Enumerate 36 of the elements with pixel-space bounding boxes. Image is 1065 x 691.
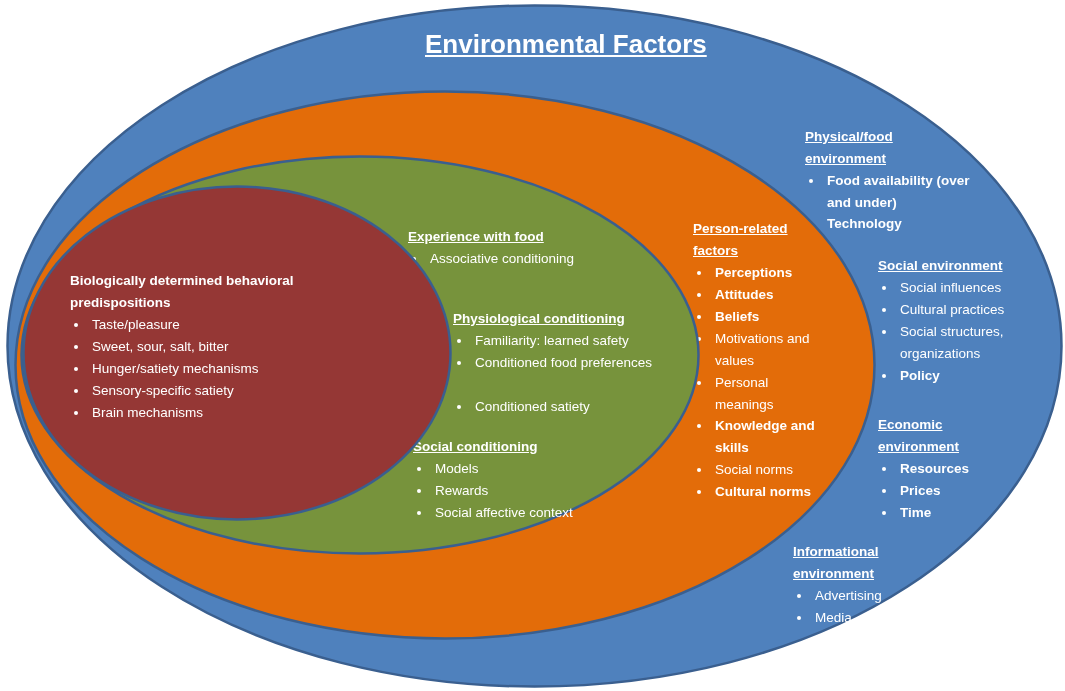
list-item: Sensory-specific satiety — [70, 380, 352, 402]
list-item: Perceptions — [693, 262, 840, 284]
list-item: Rewards — [413, 480, 595, 502]
section-heading: Economic environment — [878, 416, 960, 456]
list-item: Media — [793, 607, 965, 629]
list-item: Social influences — [878, 277, 1065, 299]
section-heading: Social environment — [878, 257, 1004, 275]
list-item: Social structures, organizations — [878, 321, 1065, 365]
list-item: Taste/pleasure — [70, 314, 352, 336]
list-item: Social affective context — [413, 502, 575, 524]
list-item: Social norms — [693, 459, 840, 481]
list-item: Cultural norms — [693, 481, 815, 503]
ellipse-region — [6, 4, 1063, 688]
section-heading: Informational environment — [793, 543, 880, 583]
section-heading: Biologically determined behavioral predispositions — [70, 272, 295, 312]
section-heading: Physiological conditioning — [453, 310, 626, 328]
list-item: Hunger/satiety mechanisms — [70, 358, 352, 380]
section-heading: Person-related factors — [693, 220, 789, 260]
list-item: Advertising — [793, 585, 965, 607]
list-item: Beliefs — [693, 306, 840, 328]
list-item: Time — [878, 502, 1050, 524]
list-item: Prices — [878, 480, 1050, 502]
list-item: Knowledge and skills — [693, 415, 827, 459]
list-item: Conditioned satiety — [453, 396, 665, 418]
list-item: Cultural practices — [878, 299, 1065, 321]
section-heading: Environmental Factors — [425, 28, 707, 60]
section-heading: Physical/food environment — [805, 128, 894, 168]
list-item: Policy — [878, 365, 1050, 387]
list-item: Models — [413, 458, 595, 480]
list-item: Sweet, sour, salt, bitter — [70, 336, 352, 358]
list-item: Resources — [878, 458, 1050, 480]
list-item: Brain mechanisms — [70, 402, 352, 424]
list-item: Conditioned food preferences — [453, 352, 665, 374]
list-item: Food availability (over and under) — [805, 170, 977, 214]
section-heading: Experience with food — [408, 228, 545, 246]
list-item: Attitudes — [693, 284, 840, 306]
